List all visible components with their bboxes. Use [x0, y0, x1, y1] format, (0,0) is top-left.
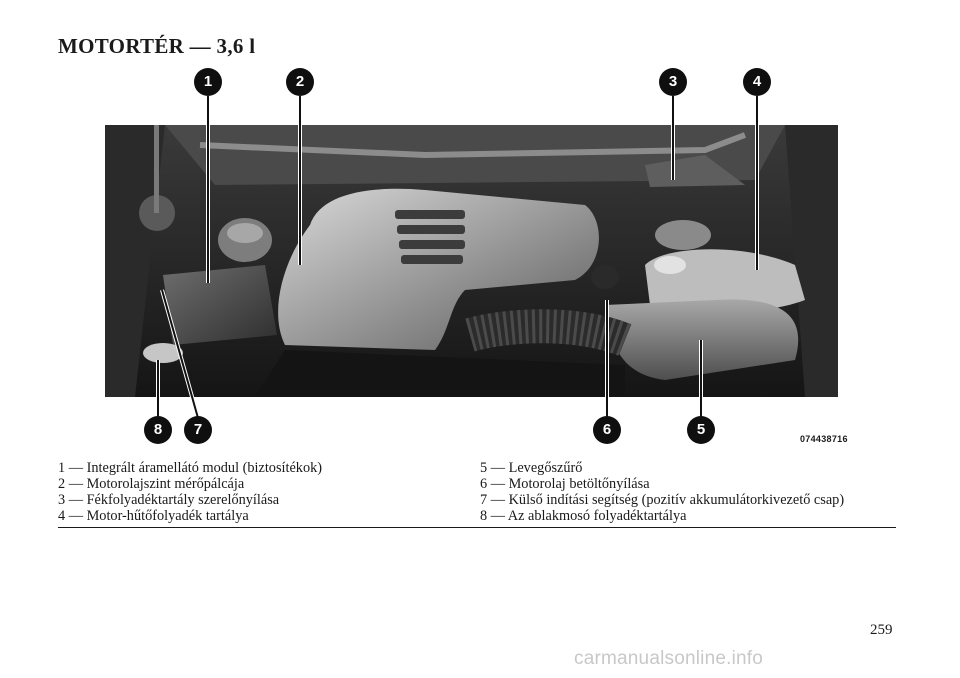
legend-item: 4 — Motor-hűtőfolyadék tartálya — [58, 508, 249, 524]
callout-8: 8 — [144, 416, 172, 444]
callout-4: 4 — [743, 68, 771, 96]
legend-item: 2 — Motorolajszint mérőpálcája — [58, 476, 245, 492]
watermark[interactable]: carmanualsonline.info — [574, 648, 764, 669]
legend-right-column: 5 — Levegőszűrő 6 — Motorolaj betöltőnyí… — [480, 460, 844, 524]
callout-6: 6 — [593, 416, 621, 444]
legend-item: 6 — Motorolaj betöltőnyílása — [480, 476, 650, 492]
engine-compartment-photo — [105, 125, 838, 397]
legend-divider — [58, 527, 896, 528]
legend-left-column: 1 — Integrált áramellátó modul (biztosít… — [58, 460, 322, 524]
callout-7: 7 — [184, 416, 212, 444]
callout-1: 1 — [194, 68, 222, 96]
legend-item: 5 — Levegőszűrő — [480, 460, 583, 476]
callout-2: 2 — [286, 68, 314, 96]
callout-5: 5 — [687, 416, 715, 444]
image-code: 074438716 — [800, 434, 848, 444]
callout-3: 3 — [659, 68, 687, 96]
legend-item: 7 — Külső indítási segítség (pozitív akk… — [480, 492, 845, 508]
page-number: 259 — [870, 622, 893, 638]
legend-item: 8 — Az ablakmosó folyadéktartálya — [480, 508, 687, 524]
page-title: MOTORTÉR — 3,6 l — [58, 34, 256, 58]
legend-item: 1 — Integrált áramellátó modul (biztosít… — [58, 460, 323, 476]
legend-item: 3 — Fékfolyadéktartály szerelőnyílása — [58, 492, 280, 508]
engine-photo-illustration — [105, 125, 838, 397]
